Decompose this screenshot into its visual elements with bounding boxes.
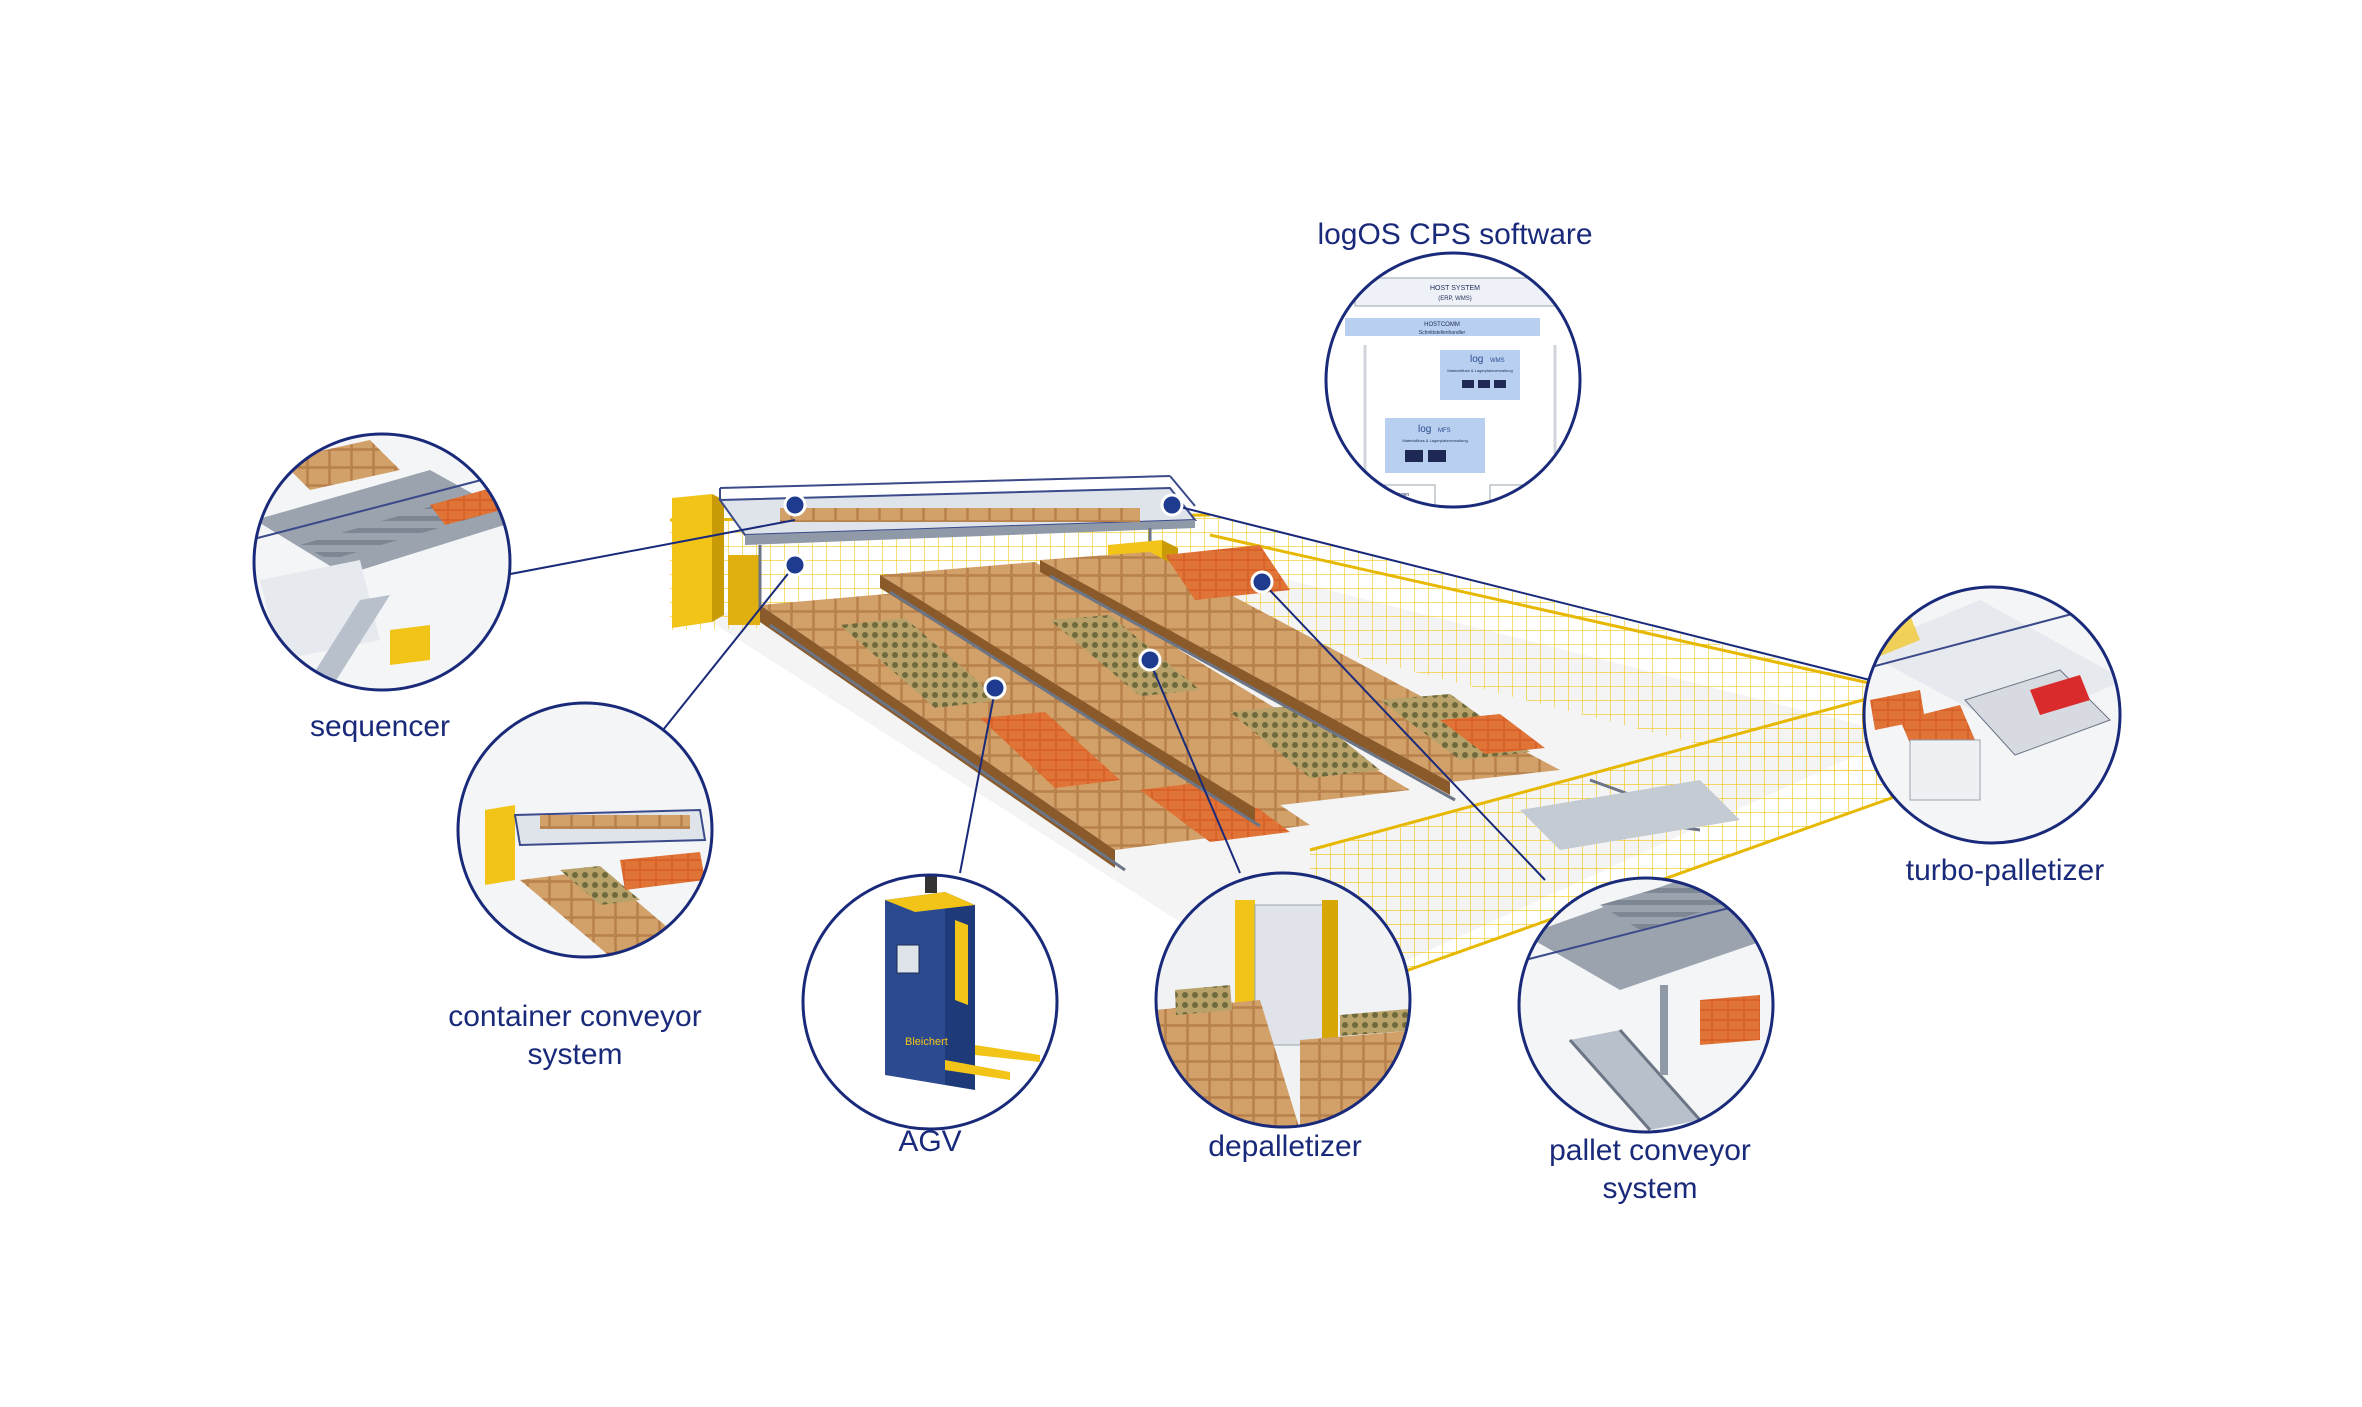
pallet-rows — [760, 545, 1560, 868]
turbo-palletizer-inset — [1862, 585, 2122, 845]
container-conveyor-inset — [456, 701, 714, 959]
callout-lines — [504, 504, 1871, 881]
label-sequencer: sequencer — [309, 710, 451, 743]
arbeitsplaetze-text: Arbeitsplätze — [1511, 492, 1540, 498]
dot-agv — [983, 676, 1007, 700]
pallet-conveyor-area — [1520, 780, 1740, 850]
dot-depalletizer — [1138, 648, 1162, 672]
hostcomm-sub: Schnittstellenhandler — [1419, 330, 1466, 336]
agv-body — [885, 892, 945, 1085]
wms-brand: log — [1470, 354, 1483, 365]
host-system-text: HOST SYSTEM — [1430, 285, 1480, 292]
mfs-suffix: MFS — [1438, 428, 1451, 434]
safety-fence-front — [1310, 690, 1900, 1005]
dot-pallet-conveyor — [1250, 570, 1274, 594]
mfs-brand: log — [1418, 424, 1431, 435]
elevator-tower — [672, 494, 760, 628]
depalletizer-inset — [1154, 871, 1412, 1129]
label-logos-cps-software: logOS CPS software — [1317, 218, 1593, 251]
label-turbo-palletizer: turbo-palletizer — [1905, 854, 2105, 887]
label-container-conveyor-system: container conveyor system — [448, 1000, 702, 1071]
dot-turbo-palletizer — [1160, 493, 1184, 517]
pallet-conveyor-inset — [1517, 876, 1775, 1134]
label-depalletizer: depalletizer — [1208, 1130, 1362, 1163]
dot-sequencer — [783, 493, 807, 517]
sequencer-inset — [252, 432, 512, 692]
software-inset: HOST SYSTEM (ERP, WMS) HOSTCOMM Schnitts… — [1324, 251, 1582, 509]
wms-suffix: WMS — [1490, 358, 1505, 364]
agv-brand-text: Bleichert — [905, 1036, 948, 1048]
mfs-sub: Materialfluss & Lagerplatzverwaltung — [1402, 438, 1467, 443]
callout-dots — [783, 493, 1274, 700]
hostcomm-text: HOSTCOMM — [1424, 322, 1460, 328]
label-agv: AGV — [898, 1125, 962, 1158]
dot-container-conveyor — [783, 553, 807, 577]
agv-inset: Bleichert — [801, 873, 1059, 1131]
host-system-sub: (ERP, WMS) — [1438, 296, 1472, 302]
warehouse-layout — [669, 475, 1901, 1007]
label-pallet-conveyor-system: pallet conveyor system — [1549, 1134, 1751, 1205]
wms-sub: Materialfluss & Lagerplatzverwaltung — [1447, 368, 1512, 373]
